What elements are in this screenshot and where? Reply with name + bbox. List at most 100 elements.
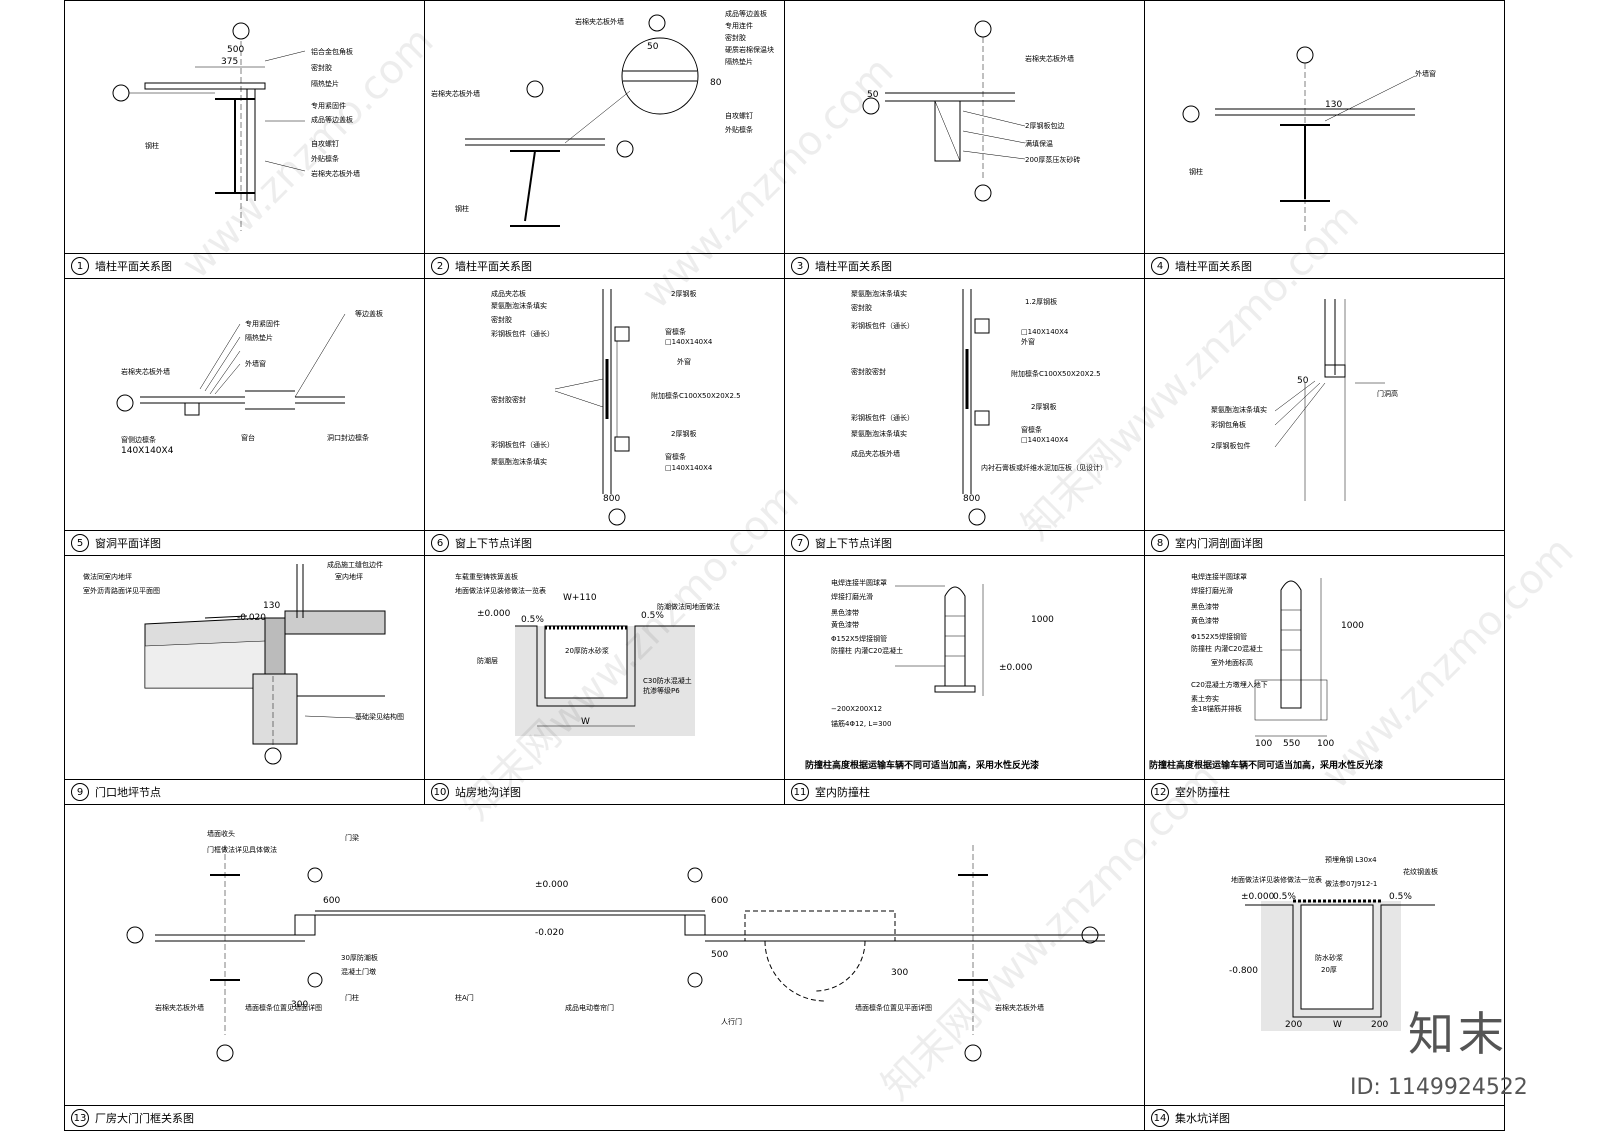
- panel-10-label: 防潮层: [477, 657, 498, 665]
- panel-6-label: 外窗: [677, 358, 691, 366]
- panel-10-label: 地面做法详见装修做法一览表: [455, 587, 546, 595]
- panel-5-label: 专用紧固件: [245, 320, 280, 328]
- panel-9: 做法同室内地坪 室外沥青路面详见平面图 成品施工缝包边件 室内地坪 基础梁见结构…: [64, 555, 425, 805]
- panel-12-label: 金18锚筋并排板: [1191, 705, 1242, 713]
- panel-7-label: □140X140X4: [1021, 436, 1069, 444]
- panel-6-label: □140X140X4: [665, 338, 713, 346]
- panel-13-label: 岩棉夹芯板外墙: [995, 1004, 1044, 1012]
- panel-1-label: 成品等边盖板: [311, 116, 353, 124]
- panel-7-label: 密封胶密封: [851, 368, 886, 376]
- panel-11-label: 锚筋4Φ12, L=300: [831, 720, 892, 728]
- panel-10-label: 20厚防水砂浆: [565, 647, 609, 655]
- panel-7-label: 附加檩条C100X50X20X2.5: [1011, 370, 1101, 378]
- panel-7-label: 聚氨酯泡沫条填实: [851, 430, 907, 438]
- panel-7-label: 彩钢板包件（通长）: [851, 414, 914, 422]
- panel-8-label: 彩钢包角板: [1211, 421, 1246, 429]
- panel-13-label: 成品电动卷帘门: [565, 1004, 614, 1012]
- panel-2-dim: 50: [647, 42, 659, 52]
- panel-5-number: 5: [71, 534, 89, 552]
- panel-2-label: 隔热垫片: [725, 58, 753, 66]
- panel-1-label: 专用紧固件: [311, 102, 346, 110]
- panel-14-title: 集水坑详图: [1175, 1112, 1230, 1125]
- panel-13-number: 13: [71, 1109, 89, 1127]
- panel-14-label: 预埋角钢 L30x4: [1325, 856, 1377, 864]
- panel-12-label: Φ152X5焊接钢管: [1191, 633, 1248, 641]
- panel-2-dim: 80: [710, 78, 722, 88]
- panel-13-label: 墙面檩条位置见平面详图: [855, 1004, 932, 1012]
- panel-1-dim-500: 500: [227, 45, 245, 55]
- panel-10-label: 防潮做法同地面做法: [657, 603, 720, 611]
- panel-1-dim-375: 375: [221, 57, 239, 67]
- panel-14-label: 防水砂浆: [1315, 954, 1343, 962]
- panel-6-label: □140X140X4: [665, 464, 713, 472]
- panel-9-label: 基础梁见结构图: [355, 713, 404, 721]
- panel-11-label: −200X200X12: [831, 705, 883, 713]
- panel-2-label: 钢柱: [455, 205, 469, 213]
- panel-6-title: 窗上下节点详图: [455, 537, 532, 550]
- panel-4-label: 钢柱: [1189, 168, 1203, 176]
- panel-6-label: 附加檩条C100X50X20X2.5: [651, 392, 741, 400]
- panel-8-drawing: [1274, 299, 1385, 501]
- panel-3-label: 满填保温: [1025, 140, 1053, 148]
- panel-13-label: 柱A门: [455, 994, 474, 1002]
- panel-13-drawing: [126, 845, 1105, 1062]
- panel-5-label: 岩棉夹芯板外墙: [121, 368, 170, 376]
- panel-10-label: C30防水混凝土: [643, 677, 692, 685]
- panel-9-title: 门口地坪节点: [95, 786, 161, 799]
- panel-7-label: 密封胶: [851, 304, 872, 312]
- panel-6-dim: 800: [603, 494, 621, 504]
- panel-3-drawing: [862, 20, 1026, 202]
- panel-13: 墙面收头 门框做法详见具体做法 门梁 门柱 ±0.000 -0.020 30厚防…: [64, 804, 1145, 1131]
- panel-6-label: 彩钢板包件（通长）: [491, 441, 554, 449]
- panel-13-label: 墙面檩条位置见墙面详图: [245, 1004, 322, 1012]
- panel-12-label: 焊接打磨光滑: [1191, 587, 1233, 595]
- panel-14-dim: W: [1333, 1020, 1342, 1030]
- panel-12-label: 室外地面标高: [1211, 659, 1253, 667]
- panel-14-label: 地面做法详见装修做法一览表: [1231, 876, 1322, 884]
- panel-6-label: 成品夹芯板: [491, 290, 526, 298]
- panel-2-label: 岩棉夹芯板外墙: [575, 18, 624, 26]
- panel-7: 聚氨酯泡沫条填实 密封胶 彩钢板包件（通长） 密封胶密封 彩钢板包件（通长） 聚…: [784, 278, 1145, 556]
- panel-2-label: 硬质岩棉保温块: [725, 46, 774, 54]
- panel-14: 预埋角钢 L30x4 花纹钢盖板 地面做法详见装修做法一览表 做法参07J912…: [1144, 804, 1505, 1131]
- panel-9-dim: -0.020: [237, 613, 267, 623]
- panel-11: 电焊连接半圆球罩 焊接打磨光滑 黑色漆带 黄色漆带 Φ152X5焊接钢管 防撞柱…: [784, 555, 1145, 805]
- panel-2: 50 80 成品等边盖板 专用连件 密封胶 硬质岩棉保温块 隔热垫片 岩棉夹芯板…: [424, 0, 785, 279]
- panel-13-label: 30厚防潮板: [341, 954, 378, 962]
- panel-1-label: 密封胶: [311, 64, 332, 72]
- panel-13-label: 人行门: [721, 1018, 742, 1026]
- panel-7-label: 内衬石膏板或纤维水泥加压板（见设计）: [981, 464, 1107, 472]
- panel-13-label: 门框做法详见具体做法: [207, 846, 277, 854]
- panel-14-label: ±0.000: [1241, 892, 1275, 902]
- panel-1-label: 外贴檩条: [311, 155, 339, 163]
- panel-13-label: 岩棉夹芯板外墙: [155, 1004, 204, 1012]
- panel-7-label: □140X140X4: [1021, 328, 1069, 336]
- panel-2-label: 自攻螺钉: [725, 112, 753, 120]
- panel-8-dim: 50: [1297, 376, 1309, 386]
- panel-11-drawing: [895, 584, 984, 696]
- panel-11-note: 防撞柱高度根据运输车辆不同可适当加高，采用水性反光漆: [805, 761, 1040, 771]
- panel-7-label: 彩钢板包件（通长）: [851, 322, 914, 330]
- panel-11-number: 11: [791, 783, 809, 801]
- panel-7-label: 1.2厚钢板: [1025, 298, 1058, 306]
- panel-13-dim: 500: [711, 950, 729, 960]
- panel-3-label: 200厚蒸压灰砂砖: [1025, 156, 1081, 164]
- panel-14-label: 做法参07J912-1: [1325, 880, 1378, 888]
- panel-5-label: 窗台: [241, 434, 255, 442]
- panel-3-title: 墙柱平面关系图: [815, 260, 892, 273]
- panel-2-label: 密封胶: [725, 34, 746, 42]
- panel-7-number: 7: [791, 534, 809, 552]
- panel-9-label: 成品施工缝包边件: [327, 561, 383, 569]
- panel-9-dim: 130: [263, 601, 281, 611]
- panel-7-label: 成品夹芯板外墙: [851, 450, 900, 458]
- panel-10-dim: 0.5%: [521, 615, 544, 625]
- panel-1-label: 隔热垫片: [311, 80, 339, 88]
